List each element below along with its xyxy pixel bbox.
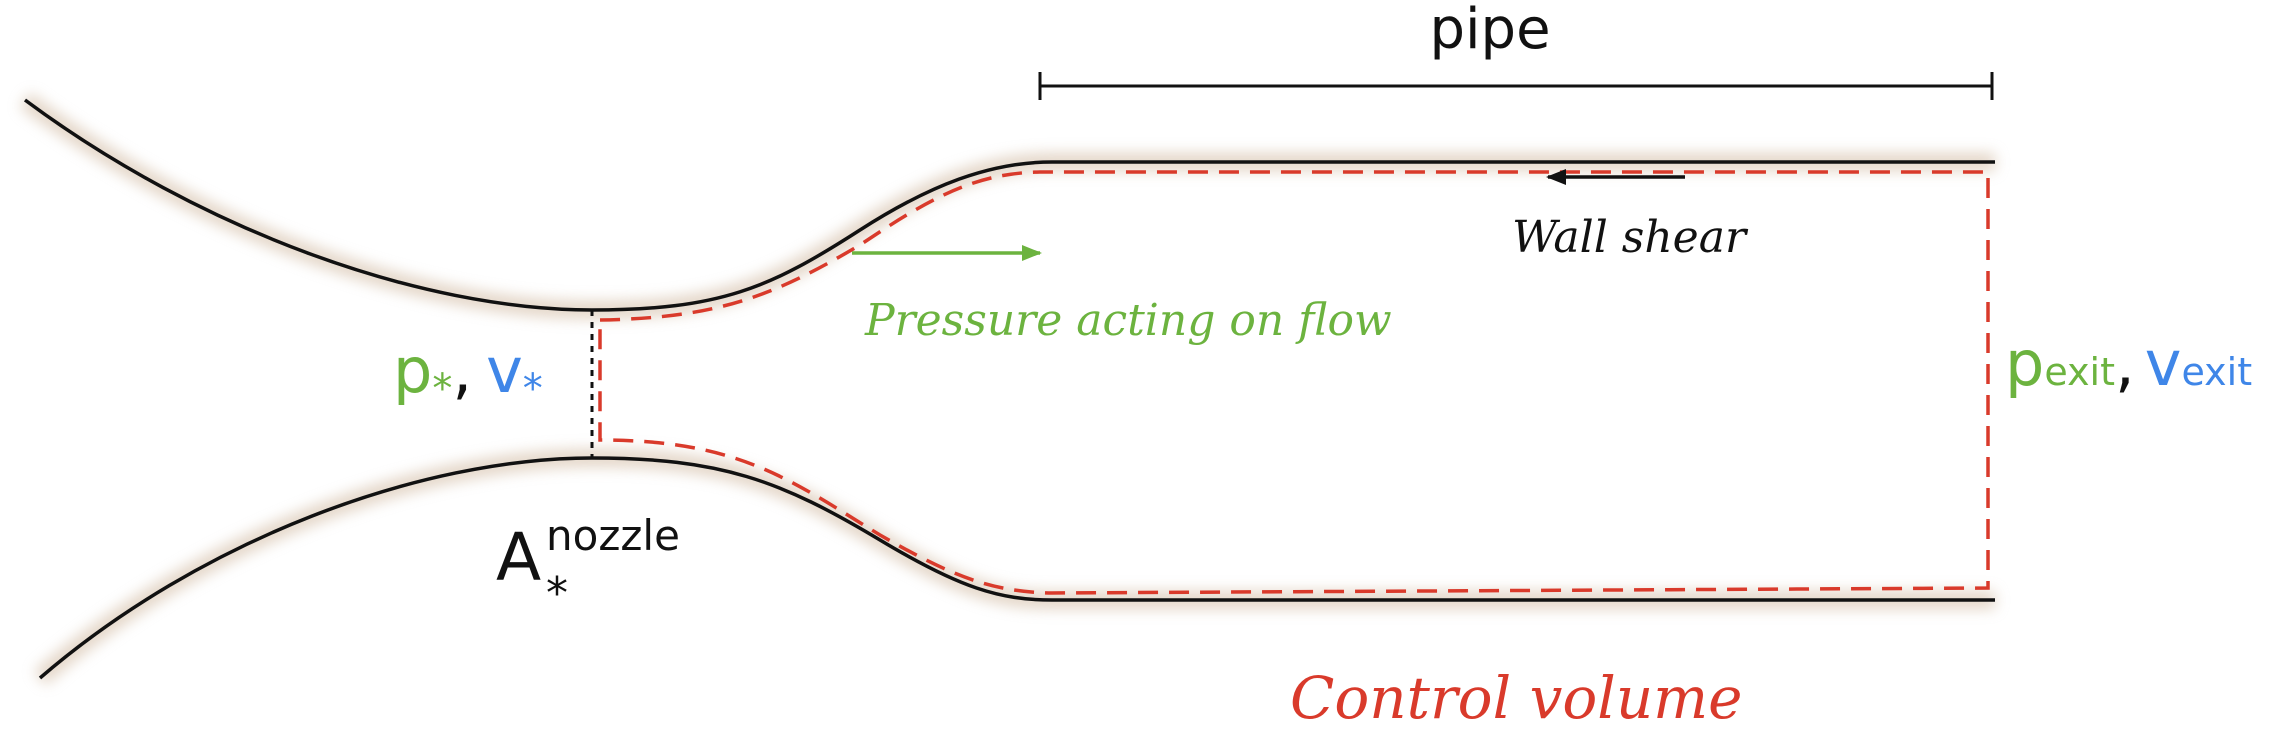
svg-text:p*,v*: p*,v* — [393, 334, 543, 412]
area-sub: * — [546, 568, 568, 619]
upper-wall-shadow — [19, 92, 1995, 320]
throat-velocity-sub: * — [523, 366, 543, 412]
area-base: A — [496, 519, 541, 596]
wall-shear-label: Wall shear — [1512, 212, 1749, 263]
throat-comma: , — [452, 334, 472, 407]
exit-pressure-sub: exit — [2044, 350, 2115, 394]
pipe-bracket — [1038, 72, 1994, 100]
lower-wall-shadow — [34, 448, 1995, 685]
control-volume-boundary — [598, 170, 1990, 595]
throat-area-label: A nozzle * — [496, 511, 680, 619]
exit-comma: , — [2115, 327, 2135, 400]
control-volume-label: Control volume — [1290, 664, 1743, 732]
exit-velocity: v — [2145, 327, 2182, 400]
throat-pressure-sub: * — [432, 366, 452, 412]
exit-state-label: pexit,vexit — [2005, 327, 2252, 400]
pressure-label: Pressure acting on flow — [864, 295, 1392, 346]
throat-velocity: v — [486, 334, 523, 407]
exit-pressure: p — [2005, 327, 2044, 400]
svg-text:pexit,vexit: pexit,vexit — [2005, 327, 2252, 400]
upper-wall — [23, 98, 1995, 312]
area-sup: nozzle — [546, 511, 680, 560]
lower-wall — [38, 456, 1995, 680]
throat-state-label: p*,v* — [393, 334, 543, 412]
exit-velocity-sub: exit — [2181, 350, 2252, 394]
pipe-label: pipe — [1429, 0, 1550, 62]
wall-shadows — [19, 92, 1995, 685]
throat-pressure: p — [393, 334, 432, 407]
